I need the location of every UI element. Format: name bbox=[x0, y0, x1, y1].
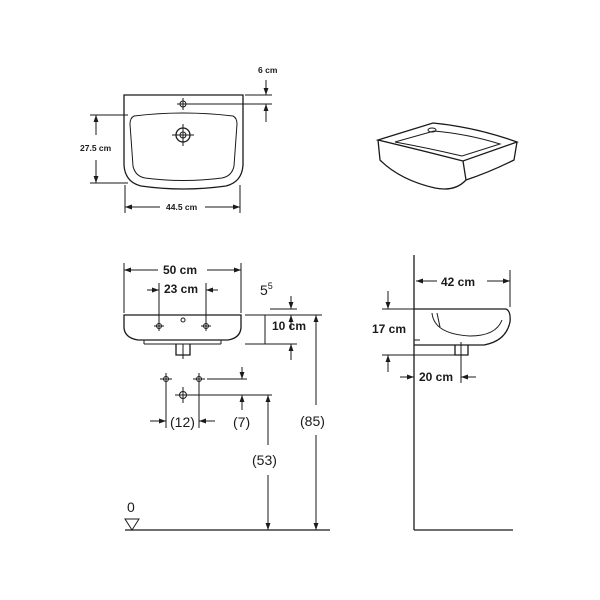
total-height-dimension bbox=[245, 314, 322, 530]
top-view: 6 cm 27.5 cm 44.5 cm bbox=[80, 65, 278, 213]
drain-hole-icon bbox=[172, 124, 194, 146]
top-view-bowl bbox=[129, 112, 238, 181]
perspective-view bbox=[375, 122, 519, 190]
basin-bowl bbox=[394, 130, 502, 157]
rim-drop-value: 5 bbox=[260, 282, 268, 298]
tap-hole-icon bbox=[177, 98, 189, 110]
side-drain-label: 20 cm bbox=[419, 370, 453, 384]
front-hole-right-icon bbox=[201, 321, 211, 331]
bowl-height-dimension bbox=[245, 315, 297, 360]
rim-drop-superscript: 5 bbox=[268, 281, 273, 291]
top-width-dimension bbox=[124, 185, 241, 213]
side-projection-dimension bbox=[416, 270, 511, 307]
front-hole-spacing-dimension bbox=[147, 283, 218, 321]
basin-side bbox=[465, 141, 518, 181]
front-width-dimension bbox=[123, 263, 242, 313]
front-basin-outline bbox=[123, 314, 242, 341]
waste-outlet-icon bbox=[175, 387, 191, 403]
total-height-label: (85) bbox=[300, 413, 325, 429]
top-width-label: 44.5 cm bbox=[166, 202, 198, 212]
side-projection-label: 42 cm bbox=[441, 275, 475, 289]
front-hole-left-icon bbox=[154, 321, 164, 331]
basin-rim bbox=[375, 122, 519, 162]
top-depth-dimension bbox=[90, 114, 128, 184]
front-width-label: 50 cm bbox=[163, 263, 197, 277]
side-basin-inner bbox=[431, 312, 503, 337]
basin-front bbox=[377, 139, 467, 190]
top-offset-label: 6 cm bbox=[258, 65, 278, 75]
side-basin-outline bbox=[414, 308, 511, 346]
supply-left-icon bbox=[160, 373, 172, 385]
front-view: 50 cm 23 cm 55 10 cm bbox=[123, 263, 330, 531]
pipe-height-label: (53) bbox=[252, 452, 277, 468]
pipe-offset-label: (7) bbox=[233, 414, 250, 430]
top-view-outline bbox=[123, 94, 244, 190]
bowl-height-label: 10 cm bbox=[272, 319, 306, 333]
pipe-spacing-dimension bbox=[150, 385, 215, 428]
side-height-dimension bbox=[382, 291, 455, 372]
side-tap-line bbox=[436, 312, 441, 328]
top-offset-dimension bbox=[188, 80, 272, 122]
side-view: 42 cm 17 cm 20 cm bbox=[372, 255, 513, 531]
pipe-spacing-label: (12) bbox=[170, 414, 195, 430]
floor-level-icon bbox=[124, 518, 140, 531]
floor-level-label: 0 bbox=[127, 499, 135, 515]
side-height-label: 17 cm bbox=[372, 322, 406, 336]
top-depth-label: 27.5 cm bbox=[80, 143, 112, 153]
supply-right-icon bbox=[193, 373, 205, 385]
front-center-hole-icon bbox=[180, 317, 186, 323]
basin-tap-hole-icon bbox=[427, 127, 437, 133]
front-hole-spacing-label: 23 cm bbox=[164, 282, 198, 296]
side-drain-dimension bbox=[400, 358, 476, 383]
rim-drop-label: 55 bbox=[260, 281, 273, 298]
